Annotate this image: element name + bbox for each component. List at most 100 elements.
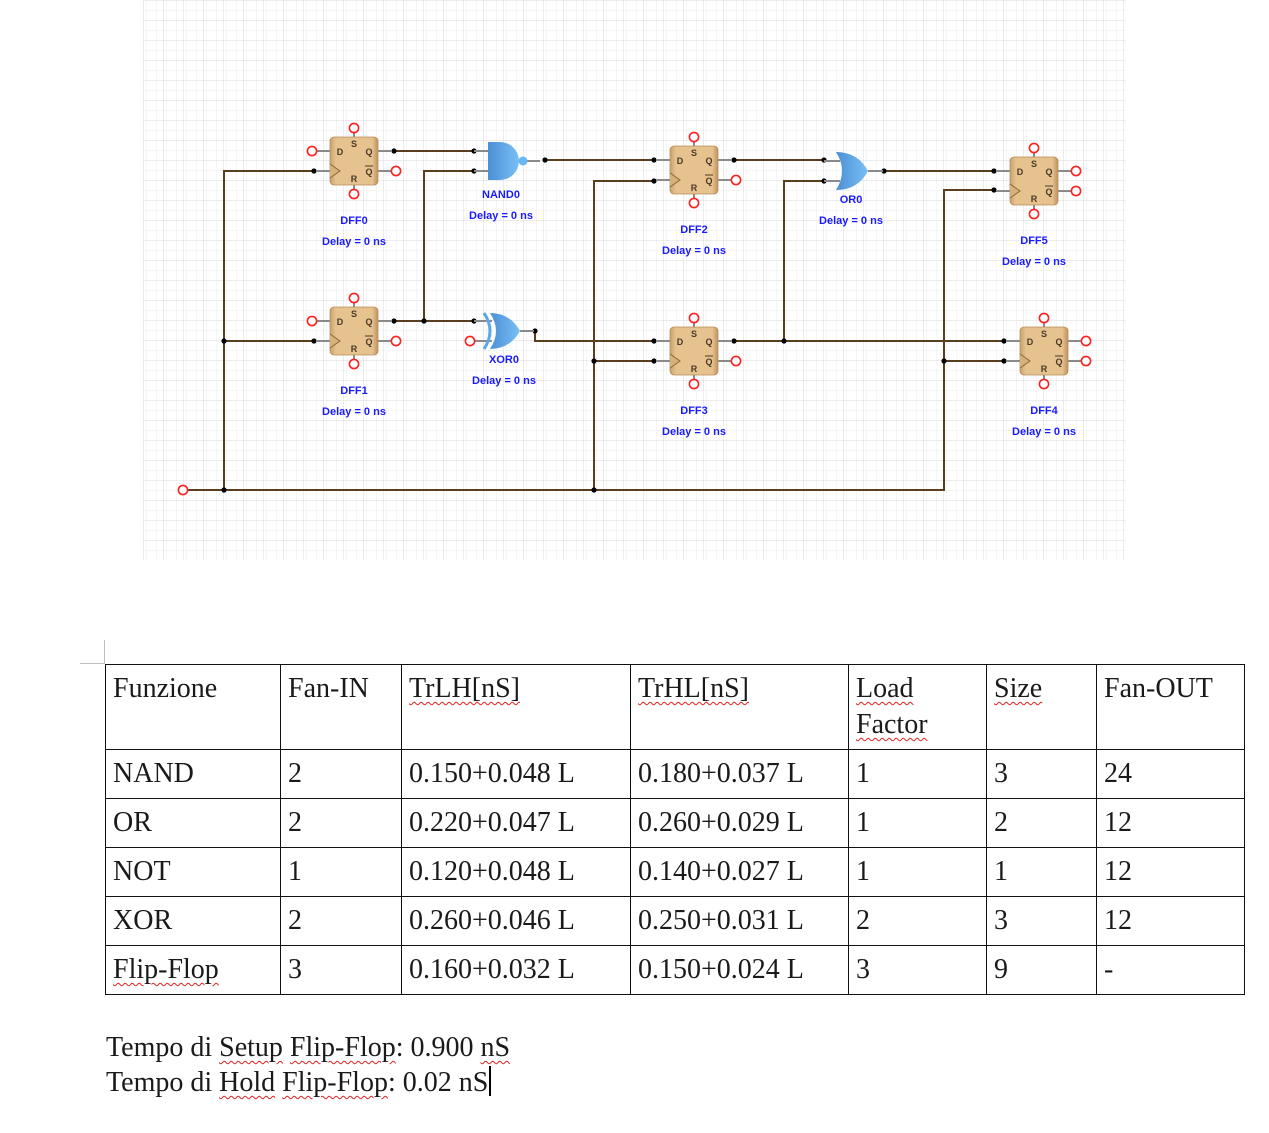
unconnected-pin[interactable] (730, 174, 742, 186)
unconnected-pin[interactable] (1028, 208, 1040, 220)
cell-fan-in: 2 (280, 749, 402, 799)
flip-flop-body (1019, 326, 1069, 376)
clock-input-pin[interactable] (177, 484, 189, 496)
cell-fan-out: 24 (1096, 749, 1245, 799)
unconnected-pin[interactable] (1080, 355, 1092, 367)
component-name-label: DFF0 (340, 215, 368, 227)
component-name-label: DFF5 (1020, 235, 1048, 247)
component-name-label: OR0 (840, 194, 863, 206)
page-corner-mark (104, 640, 105, 664)
pin-label-s: S (351, 309, 357, 319)
wire[interactable] (223, 170, 314, 490)
pin-label-q: Q (365, 147, 372, 157)
cell-size: 1 (986, 847, 1097, 897)
unconnected-pin[interactable] (348, 292, 360, 304)
cell-trhl: 0.260+0.029 L (630, 798, 849, 848)
unconnected-pin[interactable] (688, 378, 700, 390)
pin-label-s: S (691, 329, 697, 339)
cell-funzione: XOR (105, 896, 281, 946)
unconnected-pin[interactable] (464, 335, 476, 347)
cell-load-factor: 1 (848, 798, 987, 848)
clock-input-icon (669, 353, 681, 369)
wire[interactable] (593, 180, 654, 490)
unconnected-pin[interactable] (348, 188, 360, 200)
unconnected-pin[interactable] (1080, 335, 1092, 347)
component-delay-label: Delay = 0 ns (662, 426, 726, 438)
component-delay-label: Delay = 0 ns (322, 406, 386, 418)
cell-trhl: 0.250+0.031 L (630, 896, 849, 946)
wire[interactable] (783, 180, 824, 341)
pin-label-d: D (1027, 337, 1034, 347)
component-name-label: DFF4 (1030, 405, 1058, 417)
junction-dot (421, 318, 427, 324)
pin-label-qbar: Q (1045, 187, 1052, 197)
component-delay-label: Delay = 0 ns (1012, 426, 1076, 438)
table-row: XOR 2 0.260+0.046 L 0.250+0.031 L 2 3 12 (105, 896, 1245, 946)
junction-dot (591, 487, 597, 493)
unconnected-pin[interactable] (306, 145, 318, 157)
unconnected-pin[interactable] (390, 335, 402, 347)
component-name-label: DFF1 (340, 385, 368, 397)
unconnected-pin[interactable] (306, 315, 318, 327)
pin-label-s: S (691, 148, 697, 158)
wire[interactable] (534, 331, 654, 342)
clock-input-icon (1009, 183, 1021, 199)
cell-load-factor: 1 (848, 749, 987, 799)
xor-body (490, 313, 520, 349)
cell-size: 3 (986, 896, 1097, 946)
junction-dot (221, 487, 227, 493)
hold-time-line: Tempo di Hold Flip-Flop: 0.02 nS (106, 1065, 510, 1100)
timing-notes[interactable]: Tempo di Setup Flip-Flop: 0.900 nS Tempo… (106, 1030, 510, 1100)
unconnected-pin[interactable] (1038, 378, 1050, 390)
cell-size: 3 (986, 749, 1097, 799)
component-delay-label: Delay = 0 ns (1002, 256, 1066, 268)
unconnected-pin[interactable] (348, 122, 360, 134)
text-cursor (489, 1066, 492, 1096)
unconnected-pin[interactable] (688, 312, 700, 324)
pin-label-q: Q (1055, 337, 1062, 347)
junction-dot (1001, 338, 1007, 344)
grid-background (143, 0, 1126, 560)
pin-label-d: D (677, 156, 684, 166)
cell-funzione: NAND (105, 749, 281, 799)
unconnected-pin[interactable] (1070, 185, 1082, 197)
unconnected-pin[interactable] (1070, 165, 1082, 177)
unconnected-pin[interactable] (1038, 312, 1050, 324)
table-header-row: Funzione Fan-IN TrLH[nS] TrHL[nS] Load F… (105, 664, 1245, 750)
junction-dot (651, 338, 657, 344)
junction-dot (542, 157, 548, 163)
wire[interactable] (423, 170, 474, 321)
cell-fan-in: 1 (280, 847, 402, 897)
junction-dot (311, 338, 317, 344)
cell-trlh: 0.220+0.047 L (401, 798, 631, 848)
unconnected-pin[interactable] (688, 197, 700, 209)
unconnected-pin[interactable] (688, 131, 700, 143)
pin-label-qbar: Q (1055, 357, 1062, 367)
cell-load-factor: 3 (848, 945, 987, 995)
component-delay-label: Delay = 0 ns (472, 375, 536, 387)
component-delay-label: Delay = 0 ns (662, 245, 726, 257)
junction-dot (991, 187, 997, 193)
clock-input-icon (329, 333, 341, 349)
clock-input-icon (1019, 353, 1031, 369)
unconnected-pin[interactable] (730, 355, 742, 367)
cell-trlh: 0.150+0.048 L (401, 749, 631, 799)
unconnected-pin[interactable] (1028, 142, 1040, 154)
unconnected-pin[interactable] (390, 165, 402, 177)
component-delay-label: Delay = 0 ns (819, 215, 883, 227)
junction-dot (221, 338, 227, 344)
unconnected-pin[interactable] (348, 358, 360, 370)
junction-dot (731, 157, 737, 163)
cell-fan-in: 2 (280, 896, 402, 946)
